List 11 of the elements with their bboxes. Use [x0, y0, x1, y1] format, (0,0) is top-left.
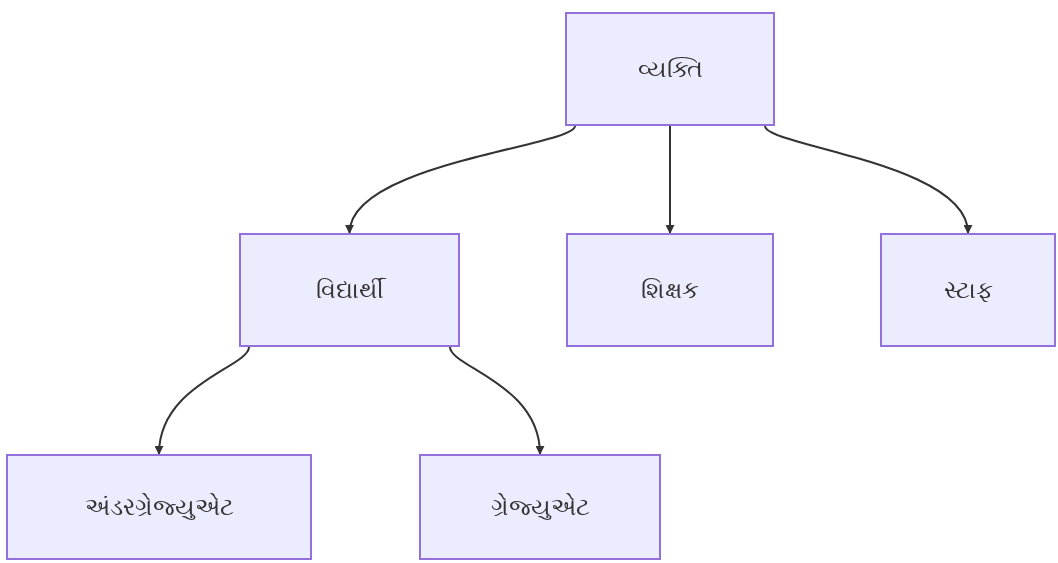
arrow	[665, 125, 675, 234]
process-box: શિક્ષક	[566, 233, 774, 347]
process-box: અંડરગ્રેજ્યુએટ	[6, 454, 312, 560]
arrow	[764, 125, 971, 234]
process-box: વ્યક્તિ	[565, 12, 775, 126]
process-box: ગ્રેજ્યુએટ	[419, 454, 661, 560]
arrow	[449, 346, 544, 455]
arrow	[347, 125, 576, 234]
process-box: વિદ્યાર્થી	[239, 233, 460, 347]
process-box: સ્ટાફ	[880, 233, 1056, 347]
arrow	[155, 346, 250, 455]
